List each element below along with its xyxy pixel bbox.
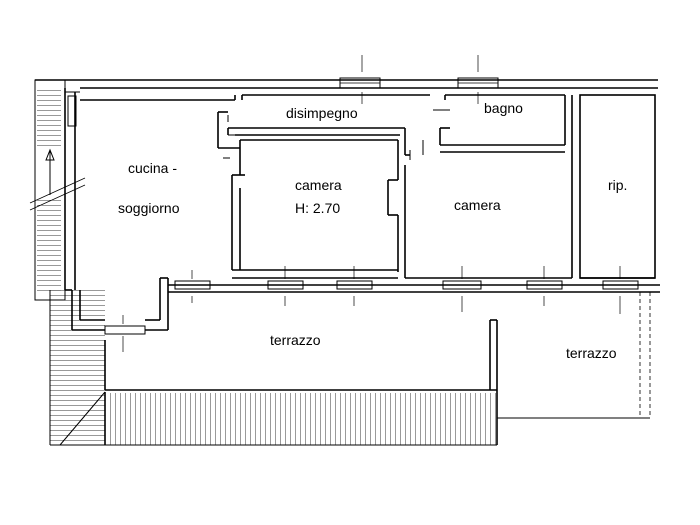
stairs	[29, 79, 105, 446]
label-hallway: disimpegno	[286, 105, 358, 121]
window-left	[67, 95, 77, 127]
window-south-4	[442, 266, 482, 312]
label-bathroom: bagno	[484, 100, 523, 116]
window-south-3	[336, 266, 373, 306]
window-top-1	[339, 55, 381, 104]
window-south-5	[526, 266, 563, 306]
terrace	[59, 292, 651, 446]
window-south-1	[174, 270, 211, 303]
label-bedroom-right: camera	[454, 197, 501, 213]
label-kitchen-line2: soggiorno	[118, 200, 180, 216]
label-terrace-side: terrazzo	[566, 345, 617, 361]
label-terrace-main: terrazzo	[270, 332, 321, 348]
south-wall	[168, 269, 660, 293]
windows	[67, 55, 639, 352]
window-south-6	[602, 266, 639, 314]
window-south-2	[267, 266, 304, 306]
window-top-2	[457, 55, 499, 104]
interior-walls	[80, 94, 656, 331]
label-kitchen-line1: cucina -	[128, 160, 177, 176]
label-storage: rip.	[608, 177, 627, 193]
room-labels: cucina - soggiorno disimpegno bagno came…	[118, 100, 627, 361]
window-kitchen-bottom	[104, 315, 146, 352]
label-bedroom-left-height: H: 2.70	[295, 200, 340, 216]
label-bedroom-left: camera	[295, 177, 342, 193]
